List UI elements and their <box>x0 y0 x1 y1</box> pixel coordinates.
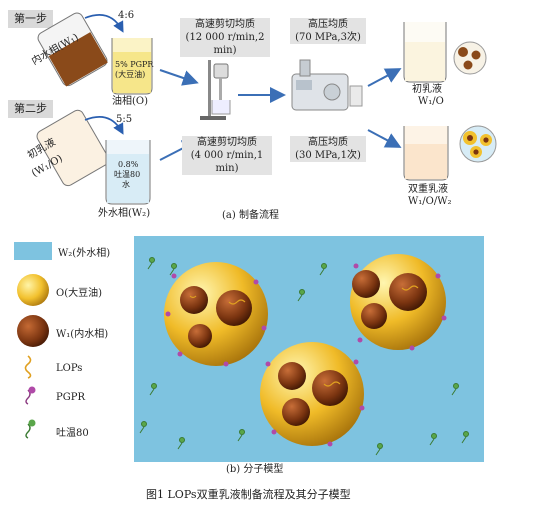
arrow-to-result-2 <box>367 129 402 148</box>
outer-beaker-text3: 水 <box>122 180 130 189</box>
outer-beaker-text: 0.8% <box>118 160 139 169</box>
shear1-title: 高速剪切均质 <box>195 19 255 30</box>
w1ow2-droplet-illustration <box>459 125 497 163</box>
inner-droplet <box>278 362 306 390</box>
inner-water-tube <box>37 12 108 87</box>
inner-droplet <box>361 303 387 329</box>
inner-droplet <box>389 273 427 311</box>
result1-formula: W₁/O <box>418 96 444 107</box>
outer-beaker-text2: 吐温80 <box>114 170 141 179</box>
oil-droplet-1 <box>164 262 268 366</box>
arrow-to-result-1 <box>367 68 402 87</box>
hp2-box: 高压均质 (30 MPa,1次) <box>290 136 366 162</box>
step2-label: 第二步 <box>8 100 53 118</box>
oil-droplet-3 <box>260 342 364 446</box>
legend-tween-icon <box>25 419 36 439</box>
outer-water-beaker <box>105 140 151 205</box>
figure-caption: 图1 LOPs双重乳液制备流程及其分子模型 <box>146 488 351 501</box>
inner-droplet <box>312 370 348 406</box>
oil-beaker-text2: (大豆油) <box>115 70 146 79</box>
legend-inner-swatch <box>17 315 49 347</box>
shear2-box: 高速剪切均质 (4 000 r/min,1 min) <box>182 136 272 175</box>
shear1-box: 高速剪切均质 (12 000 r/min,2 min) <box>180 18 270 57</box>
result-beaker-2 <box>403 126 449 181</box>
legend-graphics <box>14 242 52 439</box>
legend-pgpr-icon <box>25 386 36 405</box>
legend-oil-label: O(大豆油) <box>56 288 103 299</box>
shear-homogenizer-icon <box>200 60 231 120</box>
legend-lops-label: LOPs <box>56 363 83 374</box>
result2-name: 双重乳液 <box>408 184 448 195</box>
legend-w2-label: W₂(外水相) <box>58 248 111 259</box>
tween80-molecules <box>139 257 469 456</box>
oil-beaker-text: 5% PGPR <box>115 60 154 69</box>
shear2-title: 高速剪切均质 <box>197 137 257 148</box>
hp2-params: (30 MPa,1次) <box>295 150 361 161</box>
oil-droplet-2 <box>350 254 446 350</box>
step1-label: 第一步 <box>8 10 53 28</box>
ratio-label-2: 5:5 <box>116 114 133 125</box>
ratio-label-1: 4:6 <box>118 10 135 21</box>
outer-water-label: 外水相(W₂) <box>98 208 151 219</box>
molecular-model <box>134 236 484 462</box>
hp1-title: 高压均质 <box>308 19 348 30</box>
result1-name: 初乳液 <box>412 84 442 95</box>
arrow-to-shear-1 <box>159 69 199 86</box>
flow-graphics <box>36 12 497 205</box>
inner-droplet <box>282 398 310 426</box>
inner-droplet <box>352 270 380 298</box>
legend-inner-label: W₁(内水相) <box>56 329 109 340</box>
hp1-params: (70 MPa,3次) <box>295 32 361 43</box>
shear2-params: (4 000 r/min,1 min) <box>190 150 264 174</box>
oil-beaker <box>111 38 153 95</box>
pour-arrow-1 <box>84 14 124 33</box>
result2-formula: W₁/O/W₂ <box>408 196 452 207</box>
hp2-title: 高压均质 <box>308 137 348 148</box>
primary-emulsion-tube <box>36 109 110 187</box>
w1o-droplet-illustration <box>453 41 487 75</box>
pour-arrow-2 <box>84 116 124 135</box>
legend-pgpr-label: PGPR <box>56 392 85 403</box>
hp1-box: 高压均质 (70 MPa,3次) <box>290 18 366 44</box>
subcaption-b: (b) 分子模型 <box>226 464 284 475</box>
high-pressure-homogenizer-icon <box>291 59 363 111</box>
inner-droplet <box>180 286 208 314</box>
legend-w2-swatch <box>14 242 52 260</box>
legend-oil-swatch <box>17 274 49 306</box>
inner-droplet <box>216 290 252 326</box>
result-beaker-1 <box>403 22 447 83</box>
shear1-params: (12 000 r/min,2 min) <box>185 32 265 56</box>
legend-lops-icon <box>24 355 32 379</box>
inner-droplet <box>188 324 212 348</box>
legend-tween-label: 吐温80 <box>56 428 89 439</box>
pgpr-molecules <box>165 263 447 447</box>
oil-phase-label: 油相(O) <box>112 96 149 107</box>
subcaption-a: (a) 制备流程 <box>222 210 279 221</box>
